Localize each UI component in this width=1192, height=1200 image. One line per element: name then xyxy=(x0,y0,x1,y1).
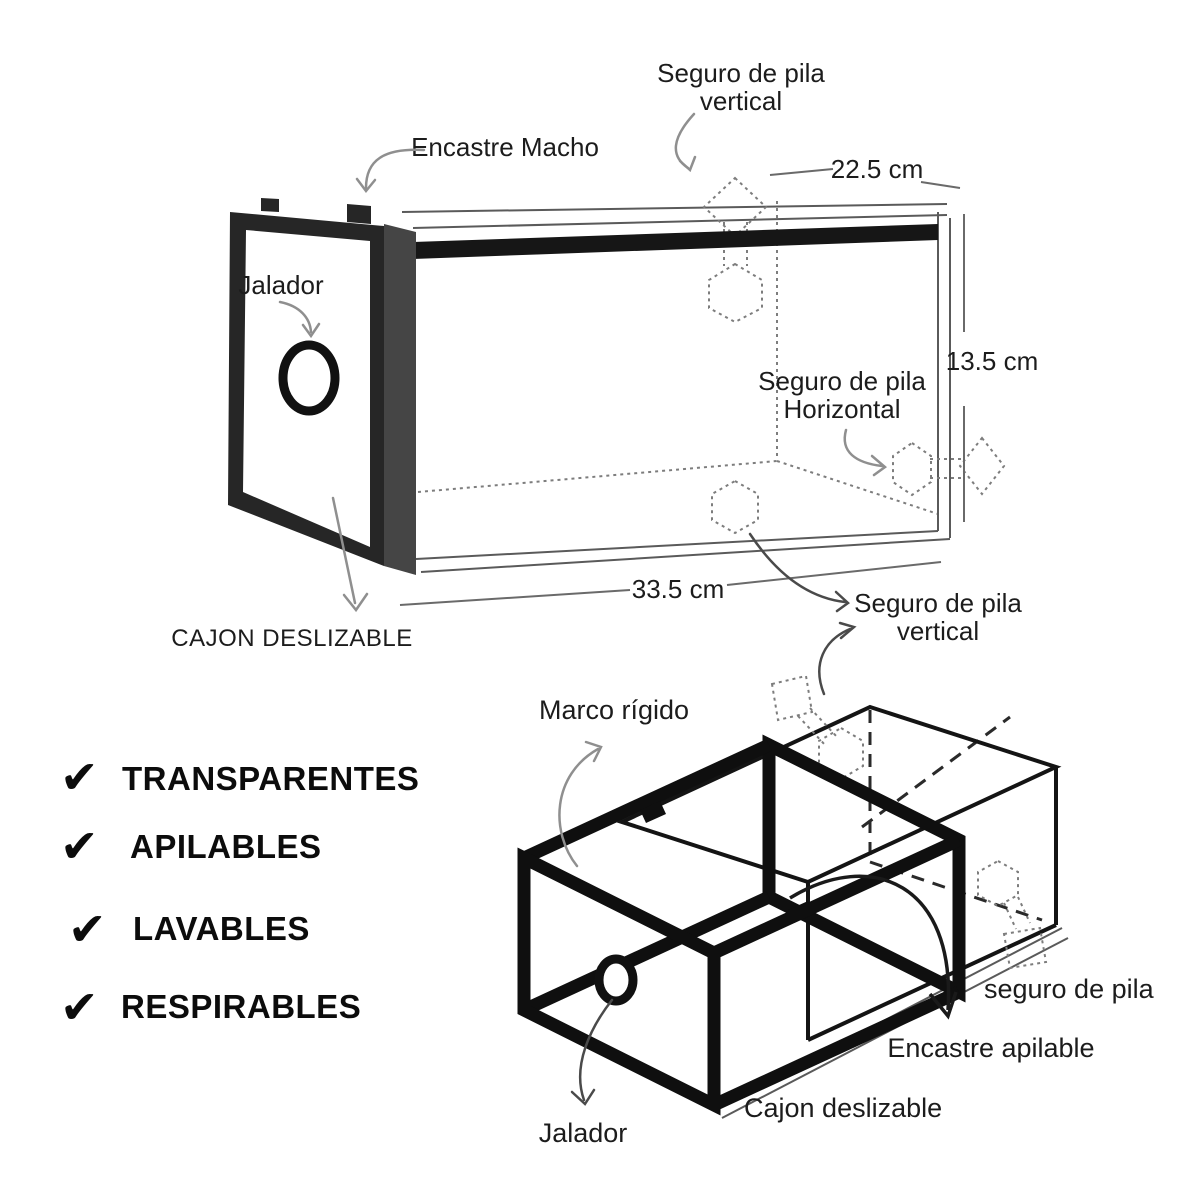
frame-front-hoop xyxy=(517,847,721,1116)
encastre-apilable-arrow xyxy=(789,874,951,1011)
svg-text:Encastre Macho: Encastre Macho xyxy=(411,132,599,162)
frame-rail-top-left xyxy=(521,739,772,864)
frame-rail-bottom-left xyxy=(521,891,772,1016)
dimension-width-value: 22.5 cm xyxy=(831,154,924,184)
top-front-edge xyxy=(412,214,948,229)
frame-rail-top-right xyxy=(711,834,962,959)
encastre-apilable-tab-1 xyxy=(640,801,666,823)
cajon-deslizable-arrow xyxy=(331,496,357,605)
marco-rigido-arrowhead xyxy=(584,740,603,763)
svg-text:Marco rígido: Marco rígido xyxy=(539,695,689,725)
jalador-hole xyxy=(278,340,340,416)
bottom-front-edge xyxy=(415,530,939,560)
hidden-bottom-right-edge xyxy=(776,460,939,515)
bottom-outer-edge xyxy=(420,538,951,573)
cajon-deslizable-arrowhead xyxy=(342,592,369,613)
seguro-pila-horizontal-icon xyxy=(892,436,1006,497)
label-seguro-de-pila: seguro de pila xyxy=(984,974,1155,1004)
svg-text:Horizontal: Horizontal xyxy=(783,394,900,424)
front-frame xyxy=(228,198,416,575)
dimension-length: 33.5 cm xyxy=(399,561,942,606)
svg-text:Jalador: Jalador xyxy=(238,270,324,300)
frame-front-face xyxy=(228,212,384,566)
encastre-apilable-tab-2 xyxy=(788,901,814,923)
encastre-apilable-arrowhead xyxy=(928,991,958,1020)
svg-text:Seguro de pila: Seguro de pila xyxy=(657,58,825,88)
hidden-interior-edge xyxy=(861,715,1011,829)
svg-text:Encastre apilable: Encastre apilable xyxy=(887,1033,1094,1063)
check-icon: ✔ xyxy=(68,903,107,955)
dimension-width: 22.5 cm xyxy=(769,154,961,189)
frame-back-hoop xyxy=(762,734,966,1003)
seguro-vertical-bottom-arrowhead-1 xyxy=(834,590,850,613)
check-icon: ✔ xyxy=(60,751,99,803)
hidden-bottom-left-edge xyxy=(417,460,778,493)
svg-text:CAJON DESLIZABLE: CAJON DESLIZABLE xyxy=(171,625,412,652)
bottom-box-diagram: Marco rígido seguro de pila Encastre api… xyxy=(517,674,1155,1148)
feature-lavables: LAVABLES xyxy=(133,910,310,947)
svg-text:vertical: vertical xyxy=(897,616,979,646)
top-box-diagram: 22.5 cm 13.5 cm 33.5 cm Seguro de pila v… xyxy=(171,58,1039,696)
frame-rail-bottom-right xyxy=(711,986,962,1111)
jalador-top-arrow xyxy=(278,300,313,334)
encastre-macho-tab-2 xyxy=(347,204,371,224)
jalador-lower-arrowhead xyxy=(570,1088,596,1106)
label-seguro-vertical-bottom: Seguro de pila vertical xyxy=(748,532,1022,696)
frame-depth-side xyxy=(384,224,416,575)
dimension-length-value: 33.5 cm xyxy=(632,574,725,604)
top-back-edge xyxy=(401,203,948,213)
marco-rigido-arrow xyxy=(558,747,600,868)
label-cajon-deslizable-top: CAJON DESLIZABLE xyxy=(171,496,412,652)
label-encastre-macho: Encastre Macho xyxy=(355,132,599,194)
svg-text:Seguro de pila: Seguro de pila xyxy=(854,588,1022,618)
label-seguro-horizontal: Seguro de pila Horizontal xyxy=(758,366,926,477)
feature-checklist: ✔ TRANSPARENTES ✔ APILABLES ✔ LAVABLES ✔… xyxy=(60,751,419,1033)
jalador-hole-lower xyxy=(594,954,638,1006)
check-icon: ✔ xyxy=(60,820,99,872)
seguro-horizontal-arrow xyxy=(843,428,884,468)
check-icon: ✔ xyxy=(60,981,99,1033)
seguro-vertical-top-arrow xyxy=(674,112,696,170)
jalador-lower-arrow xyxy=(579,998,614,1102)
seguro-vertical-top-arrowhead xyxy=(678,155,697,173)
seguro-horizontal-arrowhead xyxy=(870,454,888,477)
svg-text:Seguro de pila: Seguro de pila xyxy=(758,366,926,396)
seguro-pila-vertical-lower-icon xyxy=(770,674,864,781)
label-cajon-deslizable-lower: Cajon deslizable xyxy=(744,1093,942,1123)
dimension-height-value: 13.5 cm xyxy=(946,346,1039,376)
label-jalador-lower: Jalador xyxy=(539,998,628,1148)
encastre-macho-arrow xyxy=(364,148,426,190)
feature-apilables: APILABLES xyxy=(130,828,322,865)
seguro-vertical-bottom-arrow-2 xyxy=(818,627,852,696)
label-marco-rigido: Marco rígido xyxy=(539,695,689,868)
seguro-vertical-bottom-arrow-1 xyxy=(748,532,847,604)
svg-text:vertical: vertical xyxy=(700,86,782,116)
seguro-pila-vertical-top-icon xyxy=(702,176,768,324)
seguro-vertical-bottom-arrowhead-2 xyxy=(838,621,857,640)
feature-respirables: RESPIRABLES xyxy=(121,988,361,1025)
seguro-pila-right-icon xyxy=(977,859,1048,970)
label-seguro-vertical-top: Seguro de pila vertical xyxy=(657,58,825,173)
feature-transparentes: TRANSPARENTES xyxy=(122,760,419,797)
front-rim-bar xyxy=(413,224,938,259)
seguro-pila-vertical-bottom-icon xyxy=(711,479,759,535)
label-encastre-apilable: Encastre apilable xyxy=(789,874,1095,1063)
label-jalador-top: Jalador xyxy=(238,270,324,339)
box-top-face xyxy=(616,704,1062,885)
dimension-height: 13.5 cm xyxy=(946,214,1039,522)
svg-text:Jalador: Jalador xyxy=(539,1118,628,1148)
encastre-macho-arrowhead xyxy=(355,177,377,194)
marco-rigido-frame xyxy=(517,734,966,1116)
jalador-top-arrowhead xyxy=(301,322,321,339)
encastre-macho-tab-1 xyxy=(261,198,279,212)
